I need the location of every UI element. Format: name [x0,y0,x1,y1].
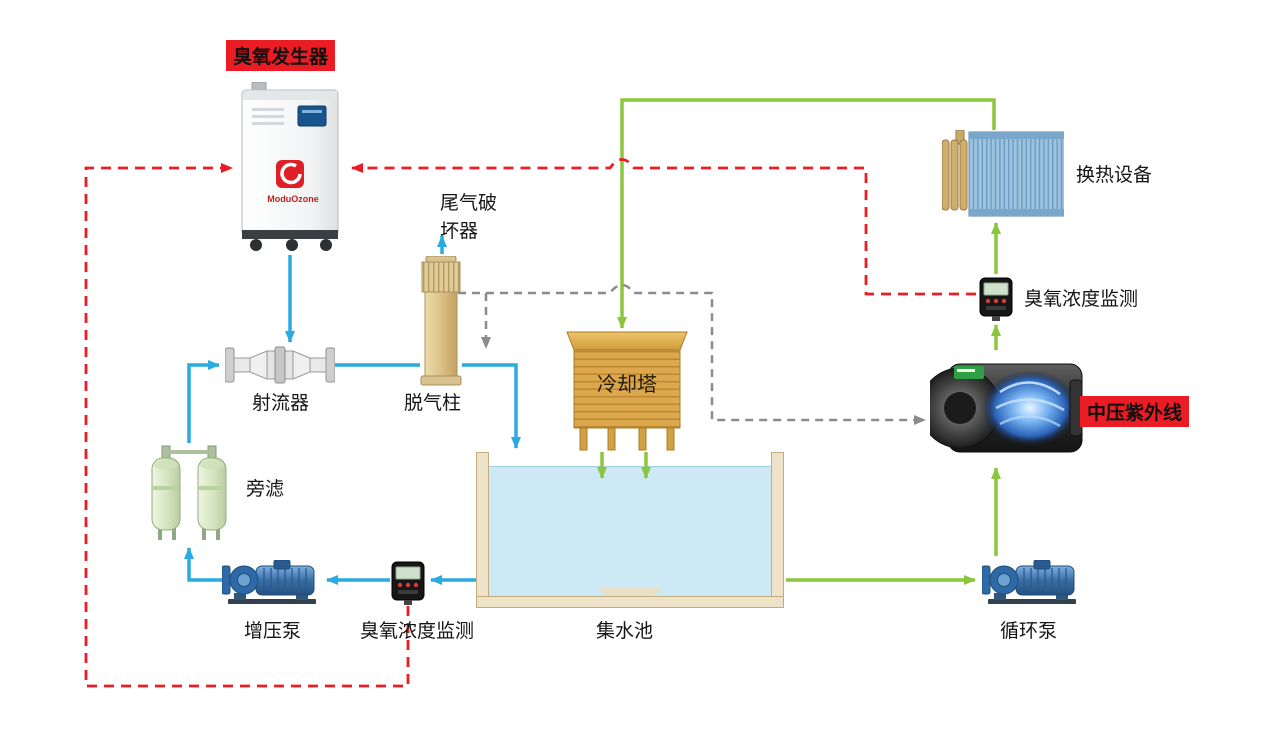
collection-pool-label: 集水池 [596,620,654,642]
uv-sterilizer-unit [930,352,1088,462]
degas-column-unit [418,256,464,388]
circulation-pump-graphic [982,560,1076,604]
jet-injector-graphic [225,346,335,384]
jet-injector-label: 射流器 [252,392,310,414]
side-filter-graphic [151,445,227,540]
line-boosterpump-to-filter [184,547,222,582]
tail-gas-destructor-label: 尾气破坏器 [440,192,498,242]
line-column-to-pool [462,363,521,449]
pool-drain [598,588,662,597]
jet-injector-unit [225,342,335,388]
collection-pool-unit [476,452,784,608]
side-filter-unit [146,444,232,544]
booster-pump-unit [222,560,322,606]
circulation-pump-unit [982,560,1082,606]
line-filter-to-jet [187,360,220,443]
heat-exchanger-label: 换热设备 [1076,164,1153,186]
pool-wall-right [771,452,784,608]
ozone-monitor-right-graphic [979,277,1013,321]
ozone-generator-unit: ModuOzone [240,82,346,254]
ozone-monitor-bottom-label: 臭氧浓度监测 [360,620,475,642]
booster-pump-label: 增压泵 [244,620,302,642]
ozone-monitor-bottom-graphic [391,561,425,605]
cooling-tower-unit: 冷却塔 [564,330,690,452]
pool-wall-bottom [476,596,784,608]
signal-column-to-uv [458,283,926,425]
heat-exchanger-unit [942,130,1064,218]
ozone-monitor-bottom-unit [390,560,426,606]
ozone-monitor-right-unit [978,276,1014,322]
cooling-tower-label: 冷却塔 [597,372,657,396]
uv-unit-label: 中压紫外线 [1080,396,1190,427]
line-hx-to-tower [617,98,996,329]
degas-column-graphic [420,256,462,386]
booster-pump-graphic [222,560,316,604]
ozone-monitor-right-label: 臭氧浓度监测 [1024,288,1139,310]
pool-wall-left [476,452,489,608]
uv-sterilizer-graphic [930,363,1083,453]
circulation-pump-label: 循环泵 [1000,620,1058,642]
degas-column-label: 脱气柱 [404,392,462,414]
pool-water [488,466,772,597]
generator-brand-text: ModuOzone [267,194,319,204]
side-filter-label: 旁滤 [246,478,285,500]
ozone-generator-graphic [241,82,339,251]
heat-exchanger-graphic [942,130,1064,217]
ozone-generator-label: 臭氧发生器 [226,40,336,71]
